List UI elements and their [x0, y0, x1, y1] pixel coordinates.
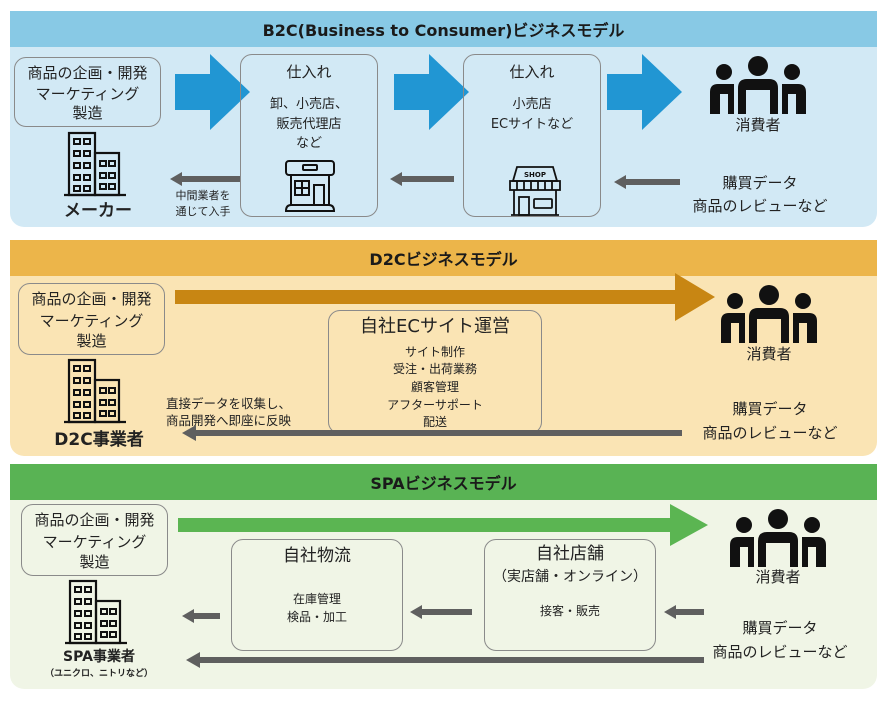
spa-return-arrow-3	[664, 605, 704, 619]
b2c-flow-arrow-1	[175, 54, 250, 130]
spa-consumer-label: 消費者	[755, 568, 801, 586]
b2c-flow-arrow-2	[394, 54, 469, 130]
spa-store-title: 自社店舗	[536, 544, 604, 564]
d2c-feedback-line-2: 商品のレビューなど	[702, 424, 838, 442]
building-icon	[65, 579, 127, 645]
shop-sign-text: SHOP	[524, 171, 546, 179]
b2c-wholesale-line-2: 販売代理店	[276, 117, 342, 132]
spa-title: SPAビジネスモデル	[10, 464, 877, 500]
spa-maker-line-3: 製造	[79, 553, 110, 571]
spa-return-arrow-long	[186, 652, 704, 668]
b2c-consumer-label: 消費者	[735, 116, 781, 134]
spa-logistics-box: 自社物流 在庫管理 検品・加工	[231, 539, 403, 651]
b2c-return-note-line-2: 通じて入手	[175, 205, 231, 218]
b2c-flow-arrow-3	[607, 54, 682, 130]
b2c-retail-line-2: ECサイトなど	[490, 117, 574, 132]
d2c-panel: D2Cビジネスモデル 商品の企画・開発 マーケティング 製造 D2C事業者 自社…	[10, 240, 877, 456]
b2c-return-arrow-1	[170, 172, 240, 186]
d2c-ec-title: 自社ECサイト運営	[360, 316, 510, 337]
b2c-feedback-line-1: 購買データ	[722, 174, 798, 192]
spa-store-line-1: 接客・販売	[539, 604, 600, 618]
spa-logistics-line-2: 検品・加工	[286, 610, 347, 624]
b2c-title: B2C(Business to Consumer)ビジネスモデル	[10, 11, 877, 47]
b2c-wholesale-title: 仕入れ	[286, 63, 332, 81]
spa-return-arrow-1	[182, 609, 220, 623]
d2c-ec-box: 自社ECサイト運営 サイト制作 受注・出荷業務 顧客管理 アフターサポート 配送	[328, 310, 542, 434]
spa-maker-label: SPA事業者	[63, 649, 135, 665]
d2c-ec-line-2: 受注・出荷業務	[392, 362, 477, 376]
b2c-feedback-line-2: 商品のレビューなど	[692, 197, 828, 215]
spa-maker-line-1: 商品の企画・開発	[34, 511, 155, 529]
building-icon	[64, 131, 126, 197]
spa-maker-box: 商品の企画・開発 マーケティング 製造	[21, 504, 168, 576]
d2c-ec-line-1: サイト制作	[404, 345, 465, 359]
b2c-maker-line-1: 商品の企画・開発	[27, 64, 148, 82]
b2c-maker-label: メーカー	[64, 201, 132, 221]
b2c-wholesale-line-1: 卸、小売店、	[269, 97, 348, 112]
b2c-wholesale-box: 仕入れ 卸、小売店、 販売代理店 など	[240, 54, 378, 217]
building-icon	[64, 358, 126, 424]
d2c-ec-line-5: 配送	[422, 415, 447, 429]
d2c-maker-label: D2C事業者	[54, 430, 144, 450]
d2c-maker-line-2: マーケティング	[39, 312, 144, 330]
store-icon	[284, 160, 336, 212]
d2c-consumer-label: 消費者	[746, 345, 792, 363]
b2c-panel: B2C(Business to Consumer)ビジネスモデル 商品の企画・開…	[10, 11, 877, 227]
d2c-ec-line-3: 顧客管理	[410, 380, 459, 394]
spa-feedback-line-1: 購買データ	[742, 619, 818, 637]
d2c-return-arrow	[182, 425, 682, 441]
spa-flow-arrow	[178, 504, 708, 546]
d2c-return-note-line-2: 商品開発へ即座に反映	[166, 413, 292, 428]
spa-maker-sublabel: （ユニクロ、ニトリなど）	[44, 669, 153, 679]
b2c-retail-box: 仕入れ 小売店 ECサイトなど SHOP	[463, 54, 601, 217]
b2c-maker-line-3: 製造	[72, 104, 103, 122]
b2c-retail-title: 仕入れ	[509, 63, 555, 81]
b2c-return-arrow-2	[390, 172, 454, 186]
consumer-group-icon	[721, 285, 817, 343]
spa-maker-line-2: マーケティング	[42, 533, 147, 551]
consumer-group-icon	[730, 509, 826, 567]
spa-logistics-title: 自社物流	[283, 546, 351, 566]
d2c-flow-arrow	[175, 273, 715, 321]
d2c-ec-line-4: アフターサポート	[387, 398, 483, 412]
shop-icon: SHOP	[509, 166, 561, 216]
d2c-maker-box: 商品の企画・開発 マーケティング 製造	[18, 283, 165, 355]
spa-logistics-line-1: 在庫管理	[292, 592, 341, 606]
d2c-maker-line-3: 製造	[76, 332, 107, 350]
b2c-maker-box: 商品の企画・開発 マーケティング 製造	[14, 57, 161, 127]
spa-store-subtitle: （実店舗・オンライン）	[493, 569, 647, 585]
b2c-wholesale-line-3: など	[295, 136, 322, 151]
spa-store-box: 自社店舗 （実店舗・オンライン） 接客・販売	[484, 539, 656, 651]
d2c-title: D2Cビジネスモデル	[10, 240, 877, 276]
d2c-maker-line-1: 商品の企画・開発	[31, 290, 152, 308]
spa-return-arrow-2	[410, 605, 472, 619]
d2c-feedback-line-1: 購買データ	[732, 400, 808, 418]
b2c-retail-line-1: 小売店	[512, 97, 552, 112]
b2c-return-arrow-3	[614, 175, 680, 189]
consumer-group-icon	[710, 56, 806, 114]
d2c-return-note-line-1: 直接データを収集し、	[166, 396, 292, 411]
spa-panel: SPAビジネスモデル 商品の企画・開発 マーケティング 製造 SPA事業者 （ユ…	[10, 464, 877, 689]
b2c-return-note-line-1: 中間業者を	[175, 189, 231, 202]
b2c-maker-line-2: マーケティング	[35, 85, 140, 103]
spa-feedback-line-2: 商品のレビューなど	[712, 643, 848, 661]
